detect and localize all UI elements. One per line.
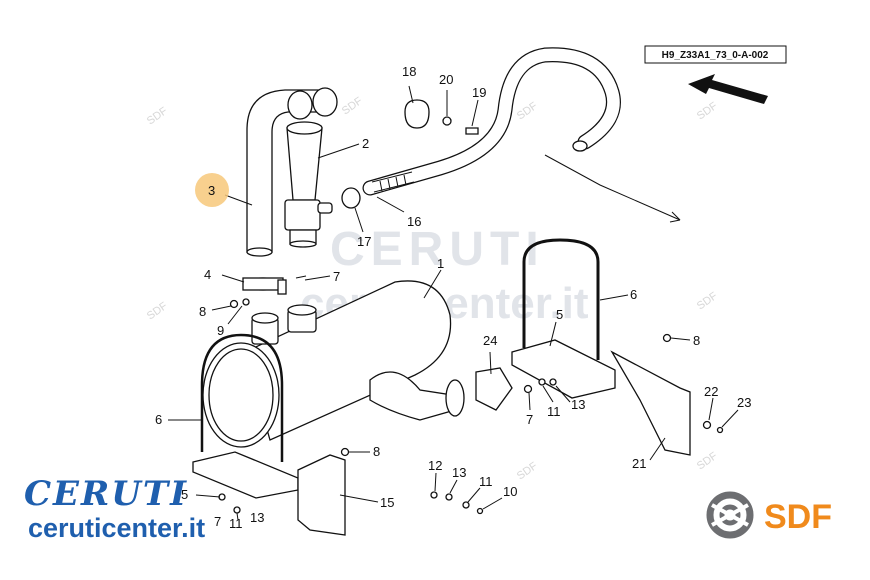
bracket-right xyxy=(511,339,616,399)
hose-clamp xyxy=(341,187,361,209)
callout-8c[interactable]: 8 xyxy=(373,444,380,459)
callout-18[interactable]: 18 xyxy=(402,64,416,79)
callout-7c[interactable]: 7 xyxy=(214,514,221,529)
tapered-pipe xyxy=(284,121,333,248)
callout-19[interactable]: 19 xyxy=(472,85,486,100)
u-bolt-left xyxy=(200,333,284,462)
callout-23[interactable]: 23 xyxy=(737,395,751,410)
bolt-19 xyxy=(465,127,479,135)
callout-11c[interactable]: 11 xyxy=(229,516,243,531)
small-watermark-1: SDF xyxy=(145,105,170,128)
callout-3[interactable]: 3 xyxy=(208,183,215,198)
watermark-logo: CERUTI xyxy=(330,223,545,276)
sdf-logo: SDF xyxy=(706,491,832,539)
p-clamp xyxy=(404,99,430,129)
callout-11a[interactable]: 11 xyxy=(547,404,561,419)
callout-13b[interactable]: 13 xyxy=(452,465,466,480)
callout-15[interactable]: 15 xyxy=(380,495,394,510)
ceruti-logo-url: ceruticenter.it xyxy=(28,513,205,543)
callout-22[interactable]: 22 xyxy=(704,384,718,399)
callout-13a[interactable]: 13 xyxy=(571,397,585,412)
sdf-emblem-icon xyxy=(706,491,754,539)
callout-6a[interactable]: 6 xyxy=(630,287,637,302)
gasket-24 xyxy=(475,367,513,411)
routing-arrow-icon xyxy=(669,211,681,223)
callout-2[interactable]: 2 xyxy=(362,136,369,151)
small-watermark-2: SDF xyxy=(340,95,365,118)
callout-21[interactable]: 21 xyxy=(632,456,646,471)
callout-6b[interactable]: 6 xyxy=(155,412,162,427)
band-clamp xyxy=(242,277,287,295)
callout-7a[interactable]: 7 xyxy=(333,269,340,284)
ceruti-logo: CERUTI ceruticenter.it xyxy=(24,474,205,543)
small-watermark-4: SDF xyxy=(695,100,720,123)
ceruti-logo-text: CERUTI xyxy=(24,474,188,514)
callout-7b[interactable]: 7 xyxy=(526,412,533,427)
callout-16[interactable]: 16 xyxy=(407,214,421,229)
exhaust-elbow-pipe xyxy=(246,87,338,257)
small-watermark-3: SDF xyxy=(515,100,540,123)
callout-13c[interactable]: 13 xyxy=(250,510,264,525)
callout-1[interactable]: 1 xyxy=(437,256,444,271)
small-watermark-5: SDF xyxy=(145,300,170,323)
sdf-logo-text: SDF xyxy=(764,498,832,536)
small-watermark-6: SDF xyxy=(695,290,720,313)
callout-10[interactable]: 10 xyxy=(503,484,517,499)
reference-code: H9_Z33A1_73_0-A-002 xyxy=(662,50,769,61)
small-watermark-7: SDF xyxy=(515,460,540,483)
callout-8a[interactable]: 8 xyxy=(199,304,206,319)
highlight-marker xyxy=(195,173,229,207)
direction-arrow-icon xyxy=(688,74,768,104)
muffler xyxy=(202,280,465,448)
callout-5b[interactable]: 5 xyxy=(181,487,188,502)
callout-24[interactable]: 24 xyxy=(483,333,497,348)
hose-routing-line xyxy=(544,154,681,221)
callout-12[interactable]: 12 xyxy=(428,458,442,473)
callout-17[interactable]: 17 xyxy=(357,234,371,249)
reference-box: H9_Z33A1_73_0-A-002 xyxy=(644,45,787,64)
u-bolt-right xyxy=(522,238,600,360)
washer-20 xyxy=(442,116,452,126)
callout-11b[interactable]: 11 xyxy=(479,474,493,489)
callout-20[interactable]: 20 xyxy=(439,72,453,87)
part-callouts[interactable]: 3 2 1 4 7 8 9 18 20 19 16 17 6 5 24 8 7 … xyxy=(155,64,751,531)
support-bracket-21 xyxy=(610,350,691,456)
callout-8b[interactable]: 8 xyxy=(693,333,700,348)
small-watermark-8: SDF xyxy=(695,450,720,473)
callout-9[interactable]: 9 xyxy=(217,323,224,338)
fasteners xyxy=(218,275,724,515)
flexible-hose xyxy=(362,47,621,196)
callout-4[interactable]: 4 xyxy=(204,267,211,282)
mounting-plate-15 xyxy=(297,454,346,536)
callout-5a[interactable]: 5 xyxy=(556,307,563,322)
leader-lines xyxy=(168,85,739,521)
